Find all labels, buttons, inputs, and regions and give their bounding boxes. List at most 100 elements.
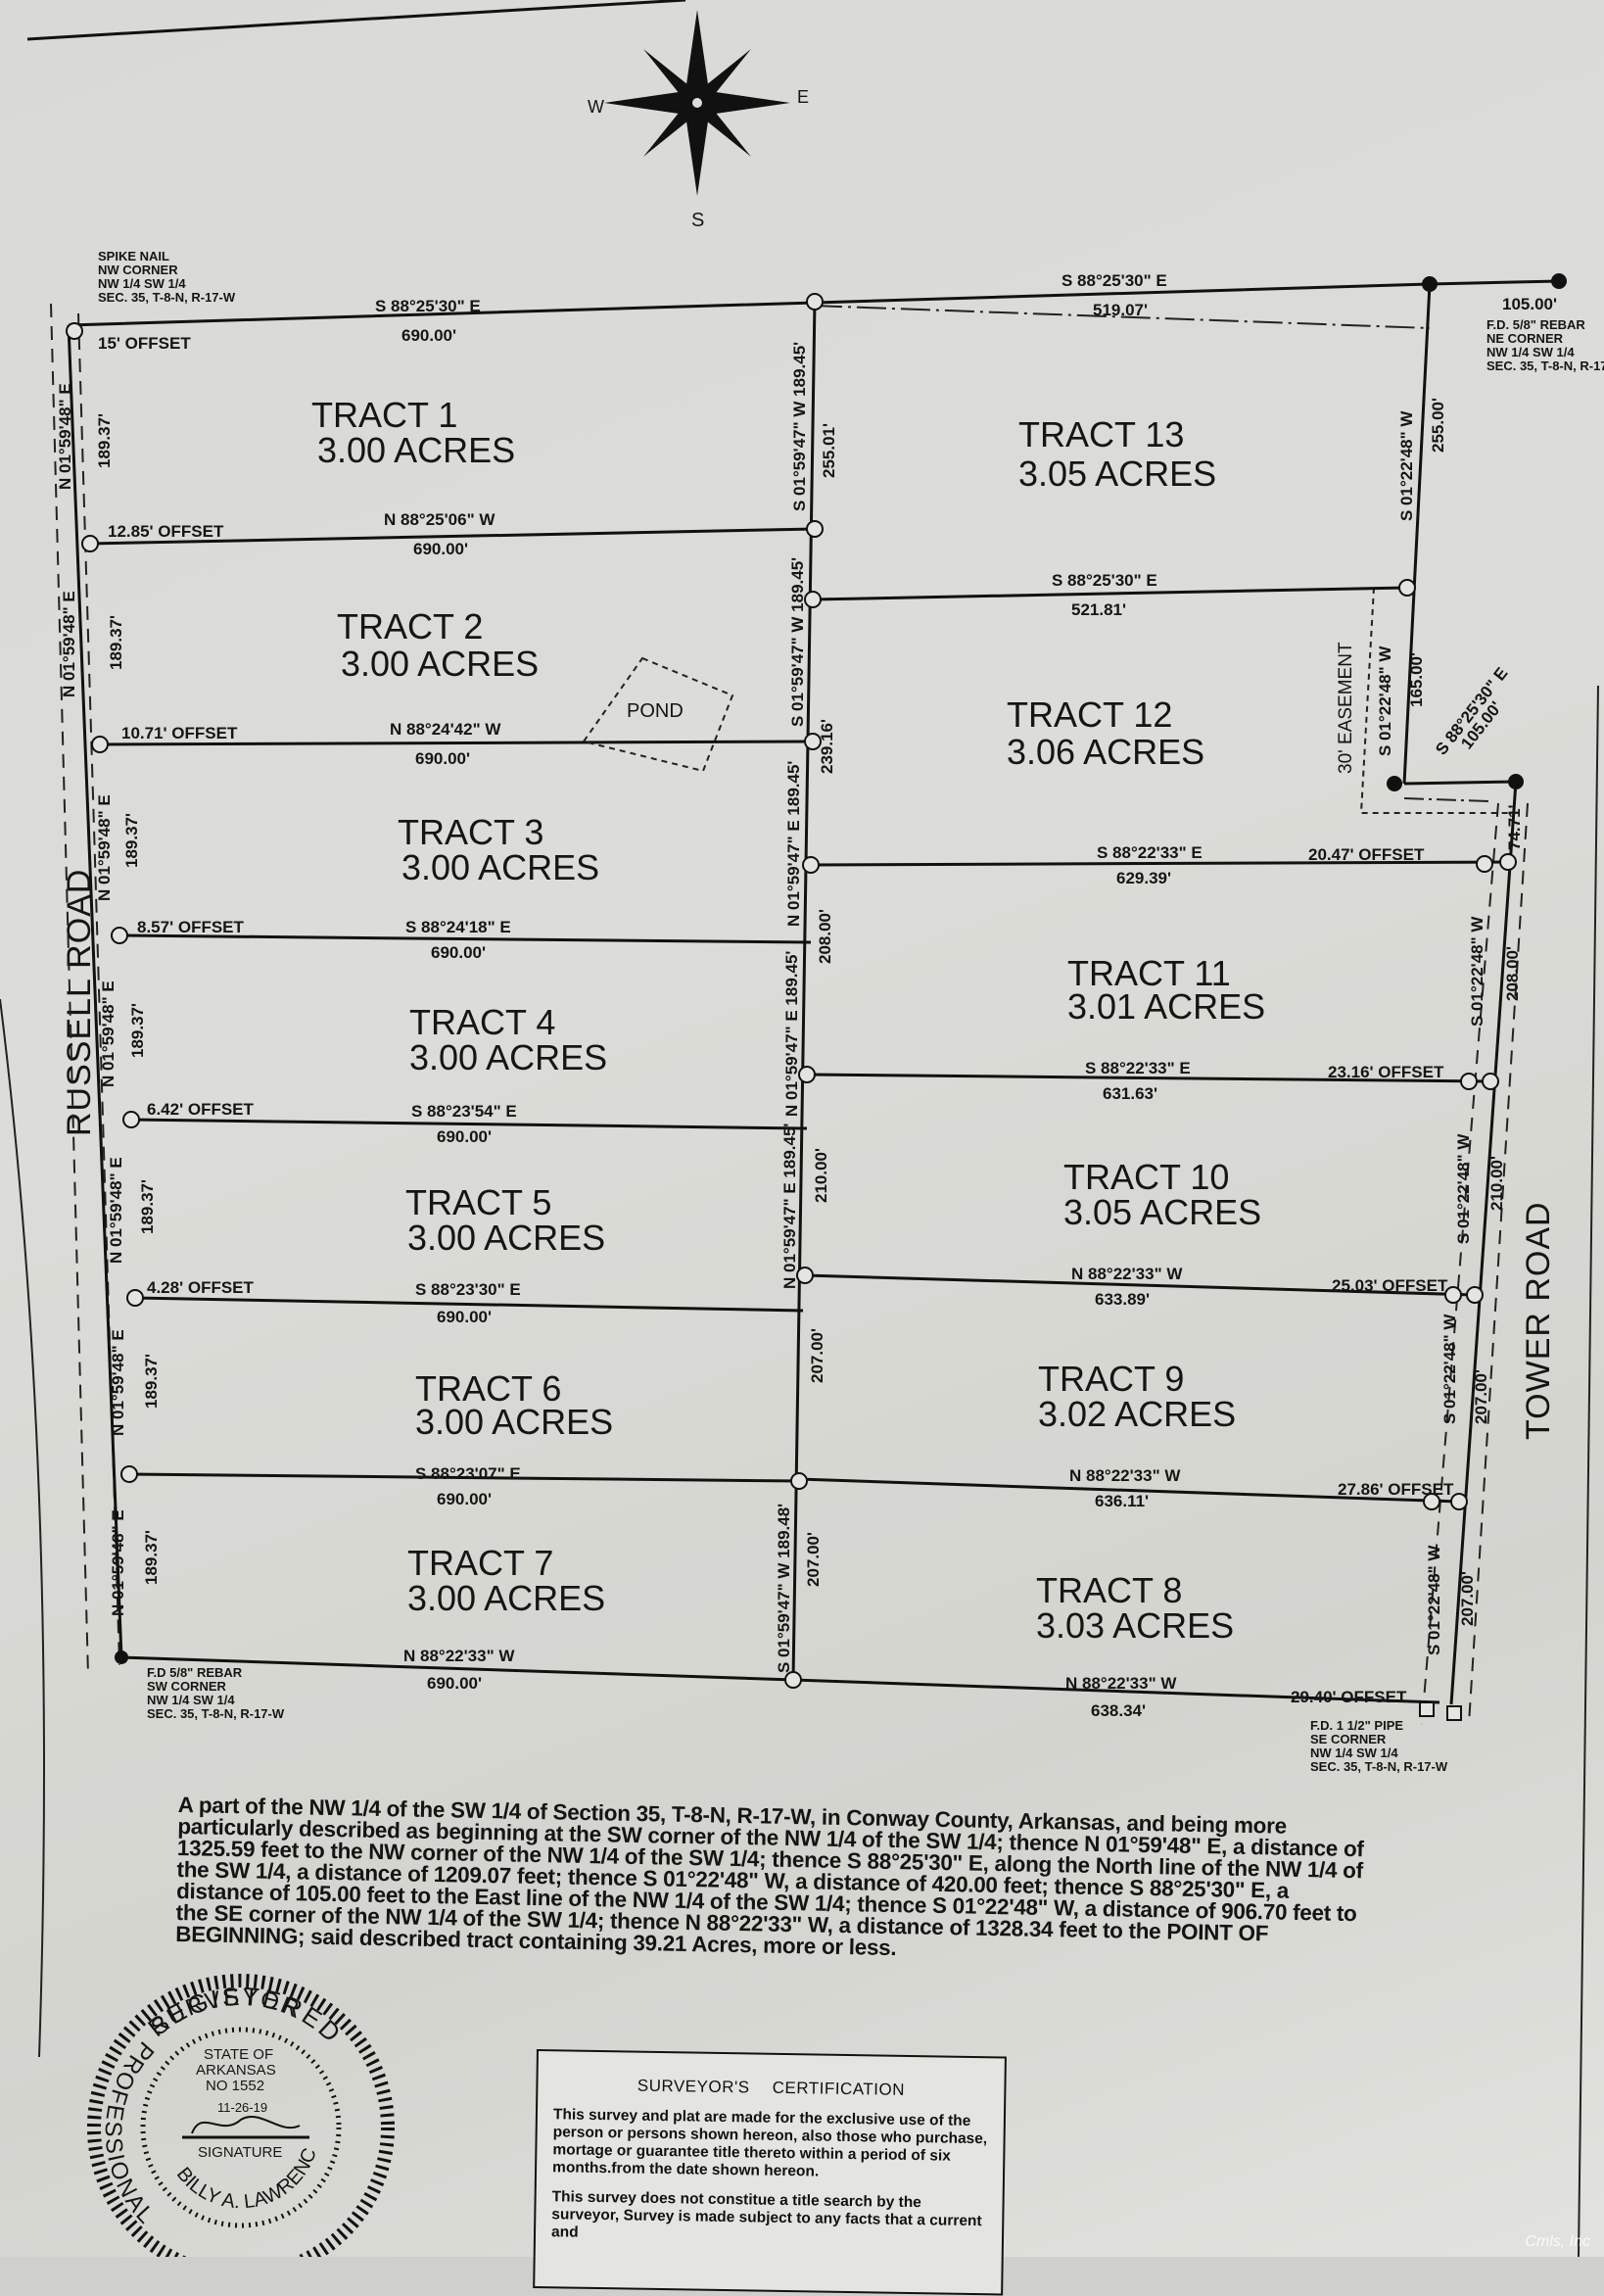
- svg-text:S 01°59'47" W 189.48': S 01°59'47" W 189.48': [775, 1504, 793, 1673]
- svg-text:690.00': 690.00': [437, 1490, 492, 1508]
- certification-paragraph-1: This survey and plat are made for the ex…: [552, 2106, 988, 2183]
- svg-text:S 01°22'48" W: S 01°22'48" W: [1397, 410, 1416, 521]
- sw-corner-note: F.D 5/8" REBAR SW CORNER NW 1/4 SW 1/4 S…: [147, 1665, 285, 1721]
- tract-8-name[interactable]: TRACT 8: [1036, 1570, 1182, 1610]
- svg-text:636.11': 636.11': [1095, 1492, 1149, 1510]
- svg-text:N 01°59'48" E: N 01°59'48" E: [56, 383, 74, 490]
- svg-text:N 88°24'42" W: N 88°24'42" W: [390, 720, 501, 739]
- svg-text:S 88°24'18" E: S 88°24'18" E: [405, 918, 511, 936]
- tract-7-acres: 3.00 ACRES: [407, 1578, 605, 1618]
- tract-9-name[interactable]: TRACT 9: [1038, 1359, 1184, 1399]
- svg-text:105.00': 105.00': [1502, 295, 1557, 313]
- compass-east: E: [797, 87, 809, 107]
- watermark: Cmls, Inc: [1525, 2233, 1590, 2251]
- svg-text:633.89': 633.89': [1095, 1290, 1150, 1309]
- se-corner-note: F.D. 1 1/2" PIPE SE CORNER NW 1/4 SW 1/4…: [1310, 1718, 1448, 1774]
- svg-text:S 88°22'33" E: S 88°22'33" E: [1085, 1059, 1191, 1077]
- svg-text:189.37': 189.37': [128, 1003, 147, 1058]
- svg-text:690.00': 690.00': [413, 540, 468, 558]
- svg-text:74.71': 74.71': [1505, 804, 1524, 850]
- tract-13-name[interactable]: TRACT 13: [1018, 414, 1184, 454]
- svg-text:F.D. 5/8" REBAR: F.D. 5/8" REBAR: [1486, 317, 1585, 332]
- tract-7-name[interactable]: TRACT 7: [407, 1543, 553, 1583]
- svg-text:4.28' OFFSET: 4.28' OFFSET: [147, 1278, 255, 1297]
- west-line-labels: S 88°25'30" E 690.00' 15' OFFSET N 88°25…: [98, 297, 521, 1693]
- tract-4-name[interactable]: TRACT 4: [409, 1002, 555, 1042]
- svg-text:N 01°59'48" E: N 01°59'48" E: [60, 591, 78, 697]
- east-side-labels: S 01°22'48" W 255.00' S 01°22'48" W 165.…: [1336, 295, 1557, 1655]
- tract-2-name[interactable]: TRACT 2: [337, 606, 483, 646]
- svg-text:N 88°22'33" W: N 88°22'33" W: [1065, 1674, 1177, 1693]
- svg-text:207.00': 207.00': [804, 1532, 823, 1587]
- svg-text:S 88°25'30" E: S 88°25'30" E: [375, 297, 481, 315]
- tract-10-acres: 3.05 ACRES: [1063, 1192, 1261, 1232]
- svg-text:8.57' OFFSET: 8.57' OFFSET: [137, 918, 245, 936]
- svg-text:207.00': 207.00': [1458, 1571, 1477, 1626]
- svg-text:F.D 5/8" REBAR: F.D 5/8" REBAR: [147, 1665, 243, 1680]
- svg-text:N 01°59'48" E: N 01°59'48" E: [95, 794, 114, 901]
- svg-text:189.37': 189.37': [122, 813, 141, 868]
- svg-text:S 01°22'48" W: S 01°22'48" W: [1454, 1133, 1473, 1244]
- svg-text:690.00': 690.00': [401, 326, 456, 345]
- svg-text:S 88°23'30" E: S 88°23'30" E: [415, 1280, 521, 1299]
- tract-12-name[interactable]: TRACT 12: [1007, 694, 1172, 735]
- svg-text:631.63': 631.63': [1103, 1084, 1157, 1103]
- svg-text:12.85' OFFSET: 12.85' OFFSET: [108, 522, 224, 541]
- tract-3-name[interactable]: TRACT 3: [398, 812, 543, 852]
- tract-1-acres: 3.00 ACRES: [317, 430, 515, 470]
- svg-text:690.00': 690.00': [415, 749, 470, 768]
- svg-text:SPIKE NAIL: SPIKE NAIL: [98, 249, 169, 263]
- svg-text:N 88°22'33" W: N 88°22'33" W: [403, 1647, 515, 1665]
- svg-text:255.01': 255.01': [820, 423, 838, 478]
- surveyor-certification-box: SURVEYOR'S CERTIFICATION This survey and…: [533, 2049, 1007, 2296]
- svg-text:S 01°22'48" W: S 01°22'48" W: [1376, 646, 1394, 756]
- svg-text:N 01°59'47" E 189.45': N 01°59'47" E 189.45': [784, 761, 803, 927]
- tract-3-acres: 3.00 ACRES: [401, 847, 599, 887]
- compass-west: W: [588, 97, 604, 117]
- tract-2-acres: 3.00 ACRES: [341, 644, 539, 684]
- svg-text:20.47' OFFSET: 20.47' OFFSET: [1308, 845, 1425, 864]
- svg-text:255.00': 255.00': [1429, 398, 1447, 453]
- svg-text:690.00': 690.00': [431, 943, 486, 962]
- svg-text:S 01°59'47" W 189.45': S 01°59'47" W 189.45': [788, 557, 807, 727]
- svg-text:690.00': 690.00': [437, 1308, 492, 1326]
- tract-5-name[interactable]: TRACT 5: [405, 1182, 551, 1222]
- svg-text:STATE OF: STATE OF: [204, 2046, 273, 2063]
- svg-text:638.34': 638.34': [1091, 1701, 1146, 1720]
- svg-text:29.40' OFFSET: 29.40' OFFSET: [1291, 1688, 1407, 1706]
- svg-text:N 88°25'06" W: N 88°25'06" W: [384, 510, 495, 529]
- svg-text:208.00': 208.00': [816, 909, 834, 964]
- svg-text:NO 1552: NO 1552: [206, 2078, 264, 2094]
- svg-text:11-26-19: 11-26-19: [217, 2100, 267, 2115]
- tract-8-acres: 3.03 ACRES: [1036, 1605, 1234, 1646]
- compass-south: S: [691, 210, 704, 231]
- svg-text:23.16' OFFSET: 23.16' OFFSET: [1328, 1063, 1444, 1081]
- tract-5-acres: 3.00 ACRES: [407, 1218, 605, 1258]
- svg-text:189.37': 189.37': [107, 615, 125, 670]
- tract-10-name[interactable]: TRACT 10: [1063, 1157, 1229, 1197]
- svg-text:521.81': 521.81': [1071, 600, 1126, 619]
- svg-text:239.16': 239.16': [818, 719, 836, 774]
- tract-6-acres: 3.00 ACRES: [415, 1402, 613, 1442]
- center-line-labels: S 01°59'47" W 189.45' 255.01' S 01°59'47…: [775, 342, 838, 1673]
- svg-text:NW 1/4 SW 1/4: NW 1/4 SW 1/4: [1486, 345, 1575, 359]
- svg-text:S 88°22'33" E: S 88°22'33" E: [1097, 843, 1203, 862]
- svg-text:NW 1/4 SW 1/4: NW 1/4 SW 1/4: [1310, 1746, 1398, 1760]
- svg-text:N 01°59'47" E 189.45': N 01°59'47" E 189.45': [782, 951, 801, 1117]
- svg-text:SEC. 35, T-8-N, R-17-W: SEC. 35, T-8-N, R-17-W: [147, 1706, 285, 1721]
- tract-1-name[interactable]: TRACT 1: [311, 395, 457, 435]
- svg-text:25.03' OFFSET: 25.03' OFFSET: [1332, 1276, 1448, 1295]
- svg-text:N 01°59'47" E 189.45': N 01°59'47" E 189.45': [780, 1124, 799, 1289]
- svg-text:189.37': 189.37': [142, 1530, 161, 1585]
- svg-text:15' OFFSET: 15' OFFSET: [98, 334, 191, 353]
- certification-title: SURVEYOR'S CERTIFICATION: [538, 2075, 1004, 2101]
- svg-text:S 88°23'54" E: S 88°23'54" E: [411, 1102, 517, 1121]
- svg-text:S 88°25'30" E: S 88°25'30" E: [1061, 271, 1167, 290]
- svg-text:N 01°59'48" E: N 01°59'48" E: [99, 981, 118, 1087]
- svg-text:SE CORNER: SE CORNER: [1310, 1732, 1387, 1746]
- svg-text:SIGNATURE: SIGNATURE: [198, 2144, 282, 2161]
- svg-text:S 88°25'30" E: S 88°25'30" E: [1052, 571, 1157, 590]
- svg-text:690.00': 690.00': [427, 1674, 482, 1693]
- svg-text:N 88°22'33" W: N 88°22'33" W: [1071, 1265, 1183, 1283]
- svg-text:NW CORNER: NW CORNER: [98, 263, 178, 277]
